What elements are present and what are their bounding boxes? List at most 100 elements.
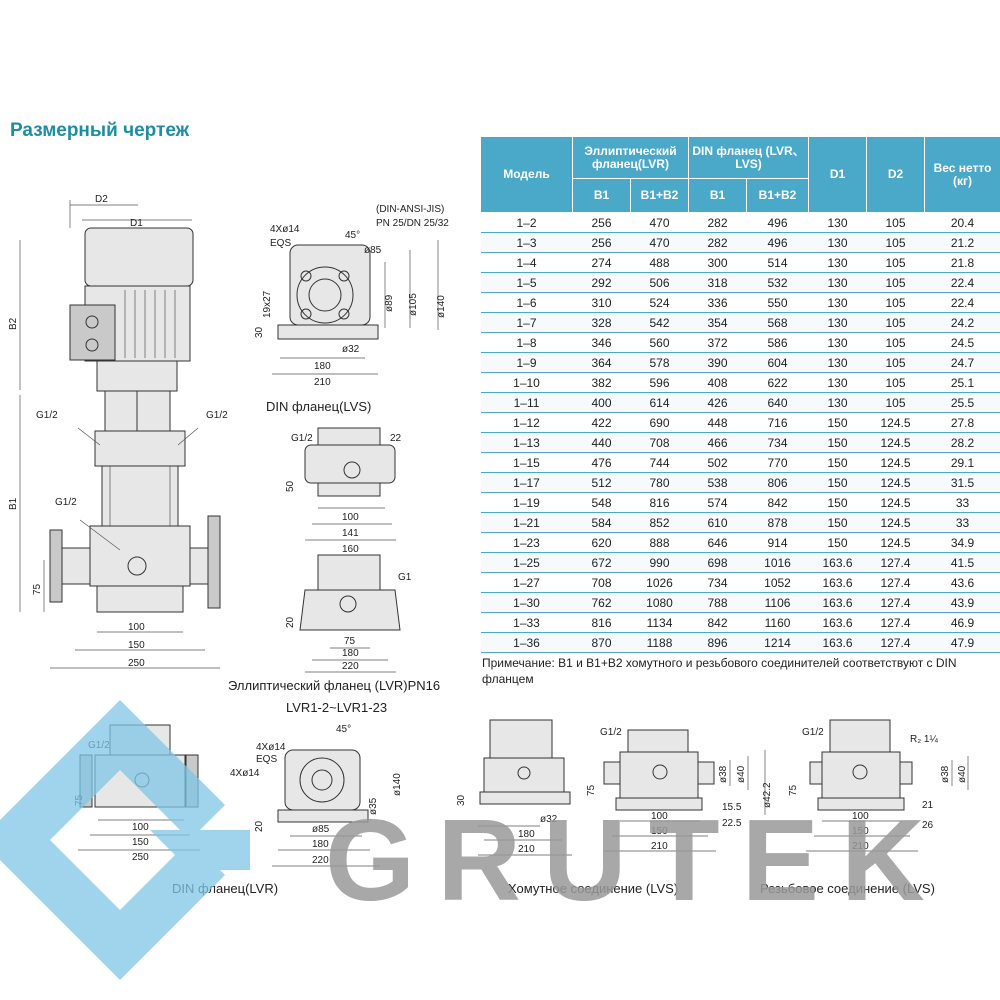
table-cell: 574 [688,492,747,513]
din-flange-lvr-drawing: G1/2 75 100 150 250 4Xø14 EQS 4Xø14 45° … [74,724,403,896]
table-cell: 1–15 [480,452,573,473]
table-cell: 568 [746,312,809,333]
table-cell: 514 [746,252,809,273]
table-cell: 762 [572,592,631,613]
table-cell: 150 [808,452,867,473]
table-cell: 24.2 [924,312,1000,333]
table-cell: 1052 [746,572,809,593]
header-b1b2-din: B1+B2 [746,178,810,213]
table-cell: 127.4 [866,572,925,593]
table-cell: 105 [866,292,925,313]
table-cell: 130 [808,292,867,313]
table-cell: 548 [572,492,631,513]
dim-220: 220 [312,855,329,866]
table-cell: 466 [688,432,747,453]
dim-75: 75 [344,636,356,647]
dim-150: 150 [651,826,668,837]
header-din-flange: DIN фланец (LVR、LVS) [688,136,810,179]
table-cell: 34.9 [924,532,1000,553]
table-cell: 496 [746,212,809,233]
caption-din-lvs: DIN фланец(LVS) [266,399,371,414]
table-cell: 734 [688,572,747,593]
dim-26: 26 [922,820,934,831]
table-cell: 1–21 [480,512,573,533]
table-cell: 300 [688,252,747,273]
header-b1b2: B1+B2 [629,178,690,213]
table-cell: 105 [866,232,925,253]
table-cell: 596 [630,372,689,393]
main-pump-drawing: D2 D1 B2 B1 75 G1/2 G1/2 G1/2 100 150 25… [8,194,440,715]
table-cell: 41.5 [924,552,1000,573]
table-cell: 408 [688,372,747,393]
table-cell: 914 [746,532,809,553]
table-cell: 448 [688,412,747,433]
dim-d35: ø35 [368,797,379,815]
table-cell: 127.4 [866,552,925,573]
header-b1: B1 [572,178,631,213]
table-cell: 604 [746,352,809,373]
label-g12-right: G1/2 [206,410,228,421]
table-cell: 310 [572,292,631,313]
table-cell: 488 [630,252,689,273]
table-cell: 21.2 [924,232,1000,253]
table-cell: 708 [630,432,689,453]
dim-30: 30 [254,326,265,338]
table-cell: 105 [866,252,925,273]
label-g12: G1/2 [802,727,824,738]
table-cell: 506 [630,272,689,293]
table-cell: 124.5 [866,412,925,433]
table-cell: 163.6 [808,572,867,593]
dim-d2: D2 [95,194,108,205]
header-ellip-flange: Эллиптический фланец(LVR) [571,136,690,179]
table-cell: 292 [572,272,631,293]
table-cell: 105 [866,352,925,373]
table-cell: 542 [630,312,689,333]
table-cell: 1–2 [480,212,573,233]
table-cell: 400 [572,392,631,413]
label-holes: 4Xø14 [270,224,300,235]
label-g1: G1 [398,572,412,583]
header-b1-din: B1 [688,178,748,213]
table-cell: 426 [688,392,747,413]
dim-250: 250 [132,852,149,863]
table-cell: 1–19 [480,492,573,513]
table-cell: 130 [808,232,867,253]
table-cell: 31.5 [924,472,1000,493]
motor-flange [96,360,178,392]
label-g12-mid: G1/2 [55,497,77,508]
inlet-flange [49,529,63,603]
table-cell: 150 [808,472,867,493]
table-cell: 1–13 [480,432,573,453]
label-angle: 45° [345,230,360,241]
table-cell: 422 [572,412,631,433]
table-cell: 163.6 [808,612,867,633]
table-cell: 1–36 [480,632,573,653]
table-cell: 842 [746,492,809,513]
dim-30: 30 [456,794,467,806]
dim-d105: ø105 [408,293,419,316]
table-cell: 470 [630,212,689,233]
table-cell: 163.6 [808,592,867,613]
table-cell: 29.1 [924,452,1000,473]
table-cell: 150 [808,492,867,513]
dim-100: 100 [852,811,869,822]
table-cell: 1–23 [480,532,573,553]
caption-thread: Резьбовое соединение (LVS) [760,881,935,896]
table-cell: 1–25 [480,552,573,573]
table-cell: 1–3 [480,232,573,253]
table-cell: 130 [808,372,867,393]
table-cell: 127.4 [866,632,925,653]
table-cell: 25.1 [924,372,1000,393]
table-cell: 1–8 [480,332,573,353]
elliptical-flange-drawing: G1/2 22 50 100 141 160 [285,427,402,555]
dim-150: 150 [852,826,869,837]
table-cell: 124.5 [866,532,925,553]
